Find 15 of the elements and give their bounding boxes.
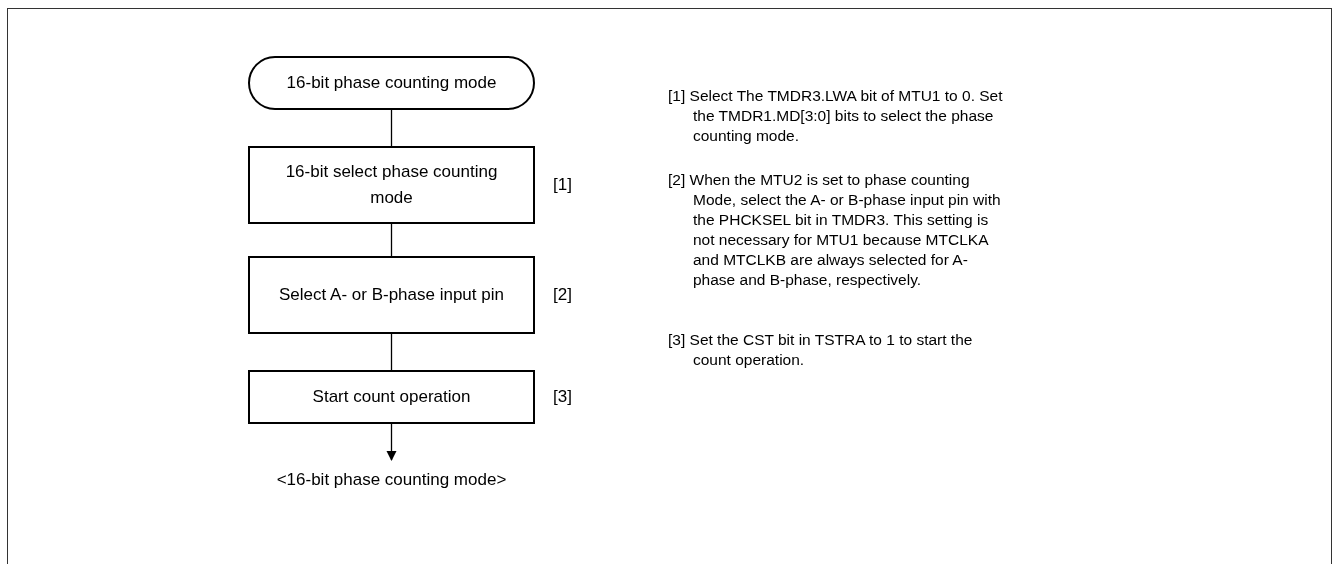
terminal-shape: 16-bit phase counting mode: [248, 56, 535, 110]
step-note: [3] Set the CST bit in TSTRA to 1 to start the count operation.: [668, 330, 974, 370]
process-box: Start count operation: [248, 370, 535, 424]
step-number: [3]: [553, 386, 572, 408]
step-number: [2]: [553, 284, 572, 306]
step-note: [1] Select The TMDR3.LWA bit of MTU1 to 0. Set the TMDR1.MD[3:0] bits to select the phase counting mode.: [668, 86, 1004, 146]
arrow: [386, 423, 397, 461]
step-note: [2] When the MTU2 is set to phase counting Mode, select the A- or B-phase input pin with the PHCKSEL bit in TMDR3. This setting is not necessary for MTU1 because MTCLKA and MTCLKB are always selected for A-phase and B-phase, respectively.: [668, 170, 1002, 290]
process-box: 16-bit select phase counting mode: [248, 146, 535, 224]
connector-line: [390, 333, 393, 371]
connector-line: [390, 109, 393, 147]
end-label: <16-bit phase counting mode>: [238, 466, 545, 494]
process-box: Select A- or B-phase input pin: [248, 256, 535, 334]
step-number: [1]: [553, 174, 572, 196]
connector-line: [390, 223, 393, 257]
